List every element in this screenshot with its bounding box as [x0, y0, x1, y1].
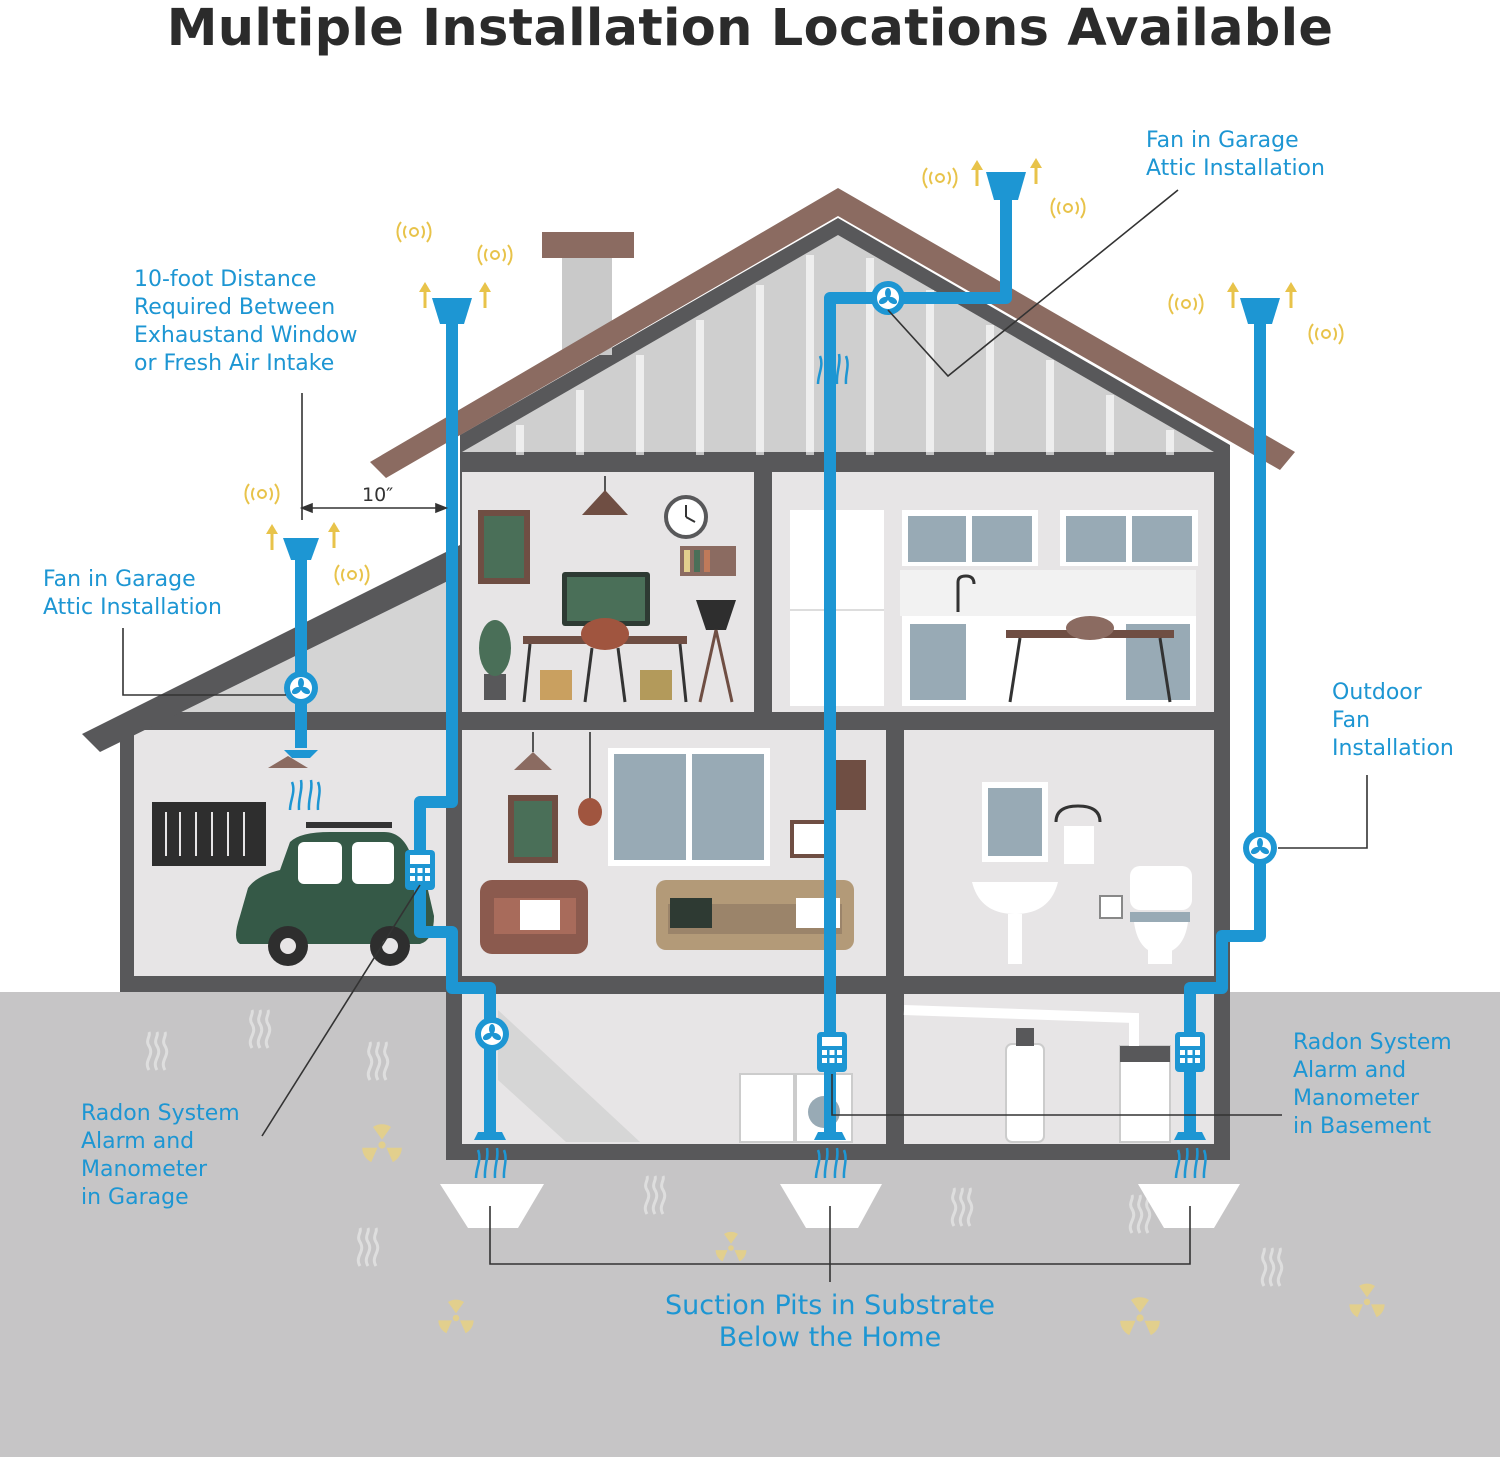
attic-fan-label: Fan in Garage Attic Installation: [1146, 127, 1325, 183]
page-title: Multiple Installation Locations Availabl…: [166, 0, 1334, 58]
outdoor-fan-label-line: Outdoor: [1332, 680, 1422, 705]
distance-label: 10-foot Distance Required Between Exhaus…: [134, 266, 358, 378]
attic-fan-label-line: Attic Installation: [1146, 156, 1325, 181]
suction-pit: [440, 1184, 1240, 1228]
distance-label-line: Required Between: [134, 295, 336, 320]
outdoor-fan-label: Outdoor Fan Installation: [1332, 679, 1454, 763]
room-details: [152, 476, 1198, 1143]
garage-alarm-label-line: Manometer: [81, 1157, 208, 1182]
suction-pits-label: Suction Pits in Substrate Below the Home: [600, 1290, 1060, 1354]
basement-alarm-label-line: in Basement: [1293, 1114, 1432, 1139]
garage-attic-fan-label-line: Fan in Garage: [43, 567, 196, 592]
garage-alarm-label-line: Alarm and: [81, 1129, 195, 1154]
garage-alarm-label-line: in Garage: [81, 1185, 189, 1210]
leader-lines: [122, 189, 1368, 1282]
distance-label-line: Exhaustand Window: [134, 323, 358, 348]
attic-fan-label-line: Fan in Garage: [1146, 128, 1299, 153]
garage-attic-fan-label-line: Attic Installation: [43, 595, 222, 620]
suction-pits-label-line: Suction Pits in Substrate: [665, 1290, 995, 1321]
garage-alarm-label: Radon System Alarm and Manometer in Gara…: [81, 1100, 240, 1212]
car-icon: [236, 822, 434, 966]
basement-alarm-label: Radon System Alarm and Manometer in Base…: [1293, 1029, 1452, 1141]
basement-alarm-label-line: Manometer: [1293, 1086, 1420, 1111]
suction-pits-label-line: Below the Home: [718, 1322, 942, 1353]
pipe-caps: [283, 172, 1280, 1140]
basement-alarm-label-line: Alarm and: [1293, 1058, 1407, 1083]
roof: [370, 188, 1295, 478]
outdoor-fan-label-line: Fan: [1332, 708, 1371, 733]
distance-label-line: 10-foot Distance: [134, 267, 317, 292]
garage-attic-fan-label: Fan in Garage Attic Installation: [43, 566, 222, 622]
basement-alarm-label-line: Radon System: [1293, 1030, 1452, 1055]
garage-alarm-label-line: Radon System: [81, 1101, 240, 1126]
outdoor-fan-label-line: Installation: [1332, 736, 1454, 761]
distance-label-line: or Fresh Air Intake: [134, 351, 335, 376]
dimension-label: 10″: [362, 484, 394, 506]
